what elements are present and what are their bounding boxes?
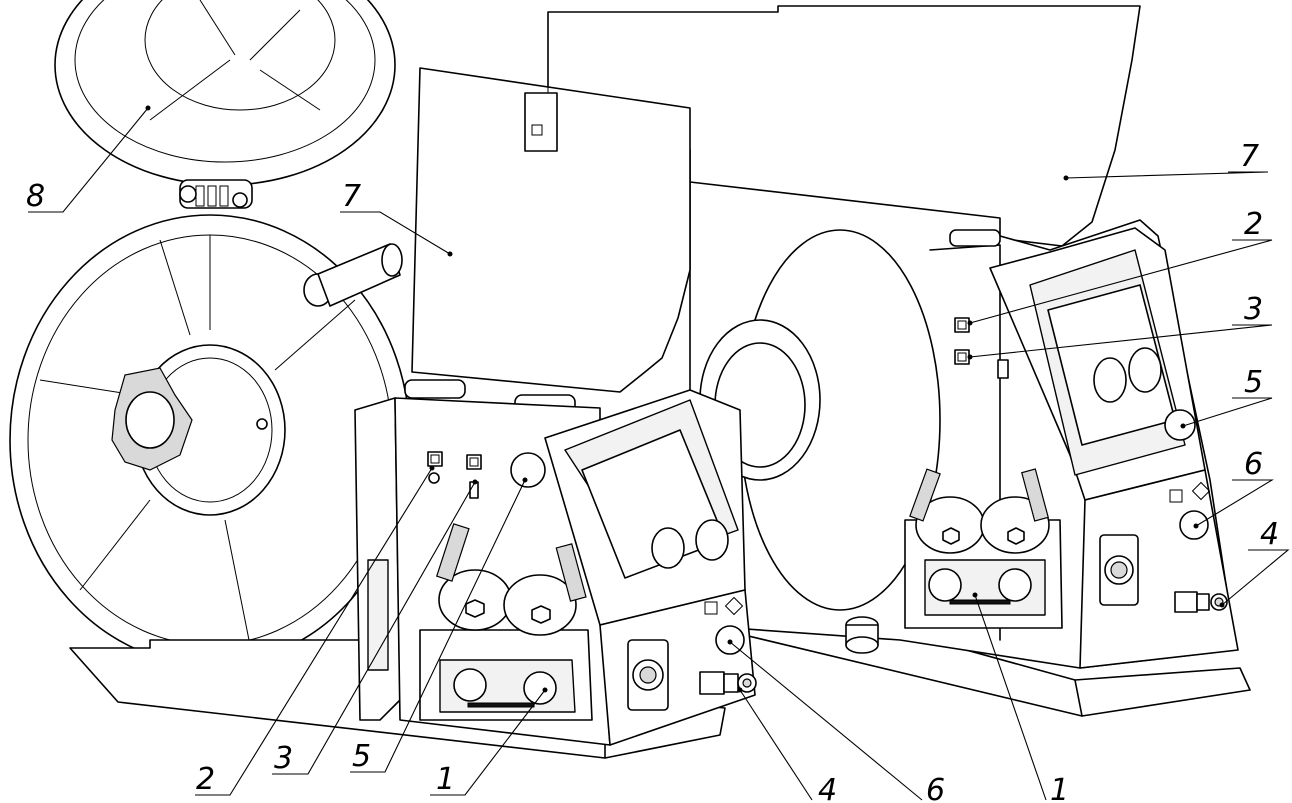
callout-4-left: 4 — [818, 773, 837, 803]
left-cover-panel — [411, 67, 691, 393]
callout-7-right: 7 — [1240, 139, 1259, 174]
callout-1-left: 1 — [436, 762, 455, 797]
right-port-5 — [1164, 409, 1196, 441]
callout-2-left: 2 — [196, 762, 215, 797]
callout-5-right: 5 — [1244, 365, 1263, 400]
left-switch-2 — [427, 451, 443, 467]
callout-5-left: 5 — [352, 739, 371, 774]
upper-wire-spool — [54, 0, 396, 186]
right-drive-mechanism — [904, 468, 1063, 629]
left-gas-fitting — [699, 671, 757, 695]
right-switch-3 — [954, 349, 970, 365]
right-gas-fitting — [1174, 591, 1228, 613]
left-feeder-unit — [69, 12, 757, 759]
callout-numbers: 8 7 7 2 3 5 6 4 2 3 5 1 4 6 1 — [26, 139, 1279, 803]
spool-link-clip — [179, 179, 253, 209]
callout-7-left: 7 — [342, 179, 361, 214]
right-feeder-unit — [547, 5, 1251, 717]
callout-6-left: 6 — [926, 773, 945, 803]
left-switch-3 — [466, 454, 482, 470]
callout-4-right: 4 — [1260, 517, 1279, 552]
callout-3-right: 3 — [1244, 292, 1263, 327]
callout-8: 8 — [26, 179, 45, 214]
right-switch-2 — [954, 317, 970, 333]
left-drive-mechanism — [419, 523, 593, 721]
lower-wire-spool — [9, 214, 411, 666]
left-port-5 — [510, 452, 546, 488]
left-side-plate — [354, 397, 401, 721]
callout-1-right: 1 — [1050, 773, 1069, 803]
callout-2-right: 2 — [1244, 207, 1263, 242]
callout-3-left: 3 — [274, 741, 293, 776]
callout-6-right: 6 — [1244, 447, 1263, 482]
callout-leaders — [28, 105, 1290, 801]
